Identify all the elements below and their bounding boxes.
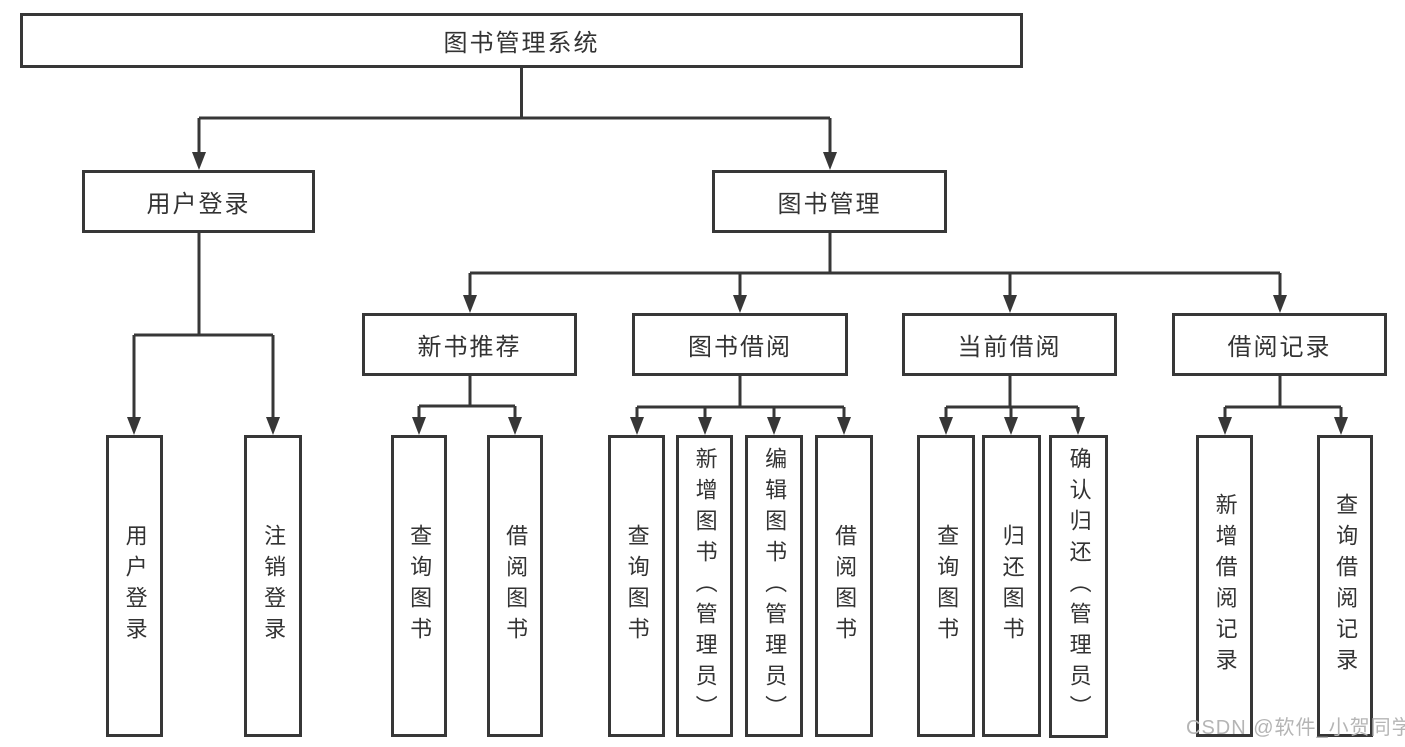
- leaf-return-books: 归还图书: [982, 435, 1041, 737]
- arrowhead-icon: [733, 295, 747, 313]
- connector-root: [197, 68, 832, 154]
- arrowhead-icon: [1273, 295, 1287, 313]
- arrowhead-icon: [1003, 295, 1017, 313]
- connector-book-borrow: [635, 376, 846, 419]
- arrowhead-icon: [698, 417, 712, 435]
- leaf-confirm-return-admin: 确认归还（管理员）: [1049, 435, 1108, 738]
- leaf-query-books-borrow: 查询图书: [608, 435, 665, 737]
- arrowhead-icon: [463, 295, 477, 313]
- arrowhead-icon: [192, 152, 206, 170]
- arrowhead-icon: [127, 417, 141, 435]
- connector-user-login: [132, 233, 275, 419]
- node-label: 借阅图书: [503, 524, 529, 648]
- leaf-query-books-recommend: 查询图书: [391, 435, 447, 737]
- node-label: 注销登录: [261, 524, 287, 648]
- node-label: 图书借阅: [688, 334, 792, 361]
- arrowhead-icon: [767, 417, 781, 435]
- leaf-borrow-books-recommend: 借阅图书: [487, 435, 543, 737]
- leaf-add-borrow-record: 新增借阅记录: [1196, 435, 1253, 737]
- arrowhead-icon: [823, 152, 837, 170]
- node-new-book-recommend: 新书推荐: [362, 313, 577, 376]
- node-current-borrow: 当前借阅: [902, 313, 1117, 376]
- node-borrow-records: 借阅记录: [1172, 313, 1387, 376]
- node-book-management: 图书管理: [712, 170, 947, 233]
- connector-current-borrow: [944, 376, 1080, 419]
- arrowhead-icon: [939, 417, 953, 435]
- arrowhead-icon: [837, 417, 851, 435]
- leaf-borrow-books: 借阅图书: [815, 435, 873, 737]
- node-label: 新增借阅记录: [1212, 493, 1238, 679]
- arrowhead-icon: [508, 417, 522, 435]
- arrowhead-icon: [412, 417, 426, 435]
- csdn-watermark: CSDN @软件_小贺同学: [1186, 717, 1405, 739]
- arrowhead-icon: [1071, 417, 1085, 435]
- arrowhead-icon: [630, 417, 644, 435]
- connector-book-management: [468, 233, 1282, 297]
- node-label: 图书管理: [777, 191, 882, 218]
- node-label: 图书管理系统: [443, 30, 600, 57]
- node-label: 查询图书: [624, 524, 650, 648]
- leaf-query-books-current: 查询图书: [917, 435, 975, 737]
- leaf-user-login: 用户登录: [106, 435, 163, 737]
- arrowhead-icon: [266, 417, 280, 435]
- node-label: 查询图书: [934, 524, 960, 648]
- node-library-management-system: 图书管理系统: [20, 13, 1023, 68]
- node-book-borrow: 图书借阅: [632, 313, 848, 376]
- arrowhead-icon: [1218, 417, 1232, 435]
- node-label: 新书推荐: [417, 334, 522, 361]
- node-label: 查询图书: [407, 524, 433, 648]
- leaf-add-books-admin: 新增图书（管理员）: [676, 435, 733, 737]
- node-label: 用户登录: [146, 191, 251, 218]
- arrowhead-icon: [1004, 417, 1018, 435]
- node-label: 查询借阅记录: [1333, 493, 1359, 679]
- node-label: 用户登录: [122, 524, 148, 648]
- node-label: 确认归还（管理员）: [1066, 447, 1092, 726]
- node-user-login: 用户登录: [82, 170, 315, 233]
- node-label: 编辑图书（管理员）: [762, 446, 788, 726]
- connector-borrow-records: [1223, 376, 1343, 419]
- node-label: 新增图书（管理员）: [692, 446, 718, 726]
- arrowhead-icon: [1334, 417, 1348, 435]
- leaf-logout: 注销登录: [244, 435, 302, 737]
- node-label: 借阅记录: [1227, 334, 1332, 361]
- leaf-edit-books-admin: 编辑图书（管理员）: [745, 435, 803, 737]
- node-label: 借阅图书: [832, 524, 858, 648]
- leaf-query-borrow-record: 查询借阅记录: [1317, 435, 1373, 737]
- node-label: 归还图书: [999, 524, 1025, 648]
- connector-new-book-recommend: [417, 376, 517, 419]
- node-label: 当前借阅: [957, 334, 1062, 361]
